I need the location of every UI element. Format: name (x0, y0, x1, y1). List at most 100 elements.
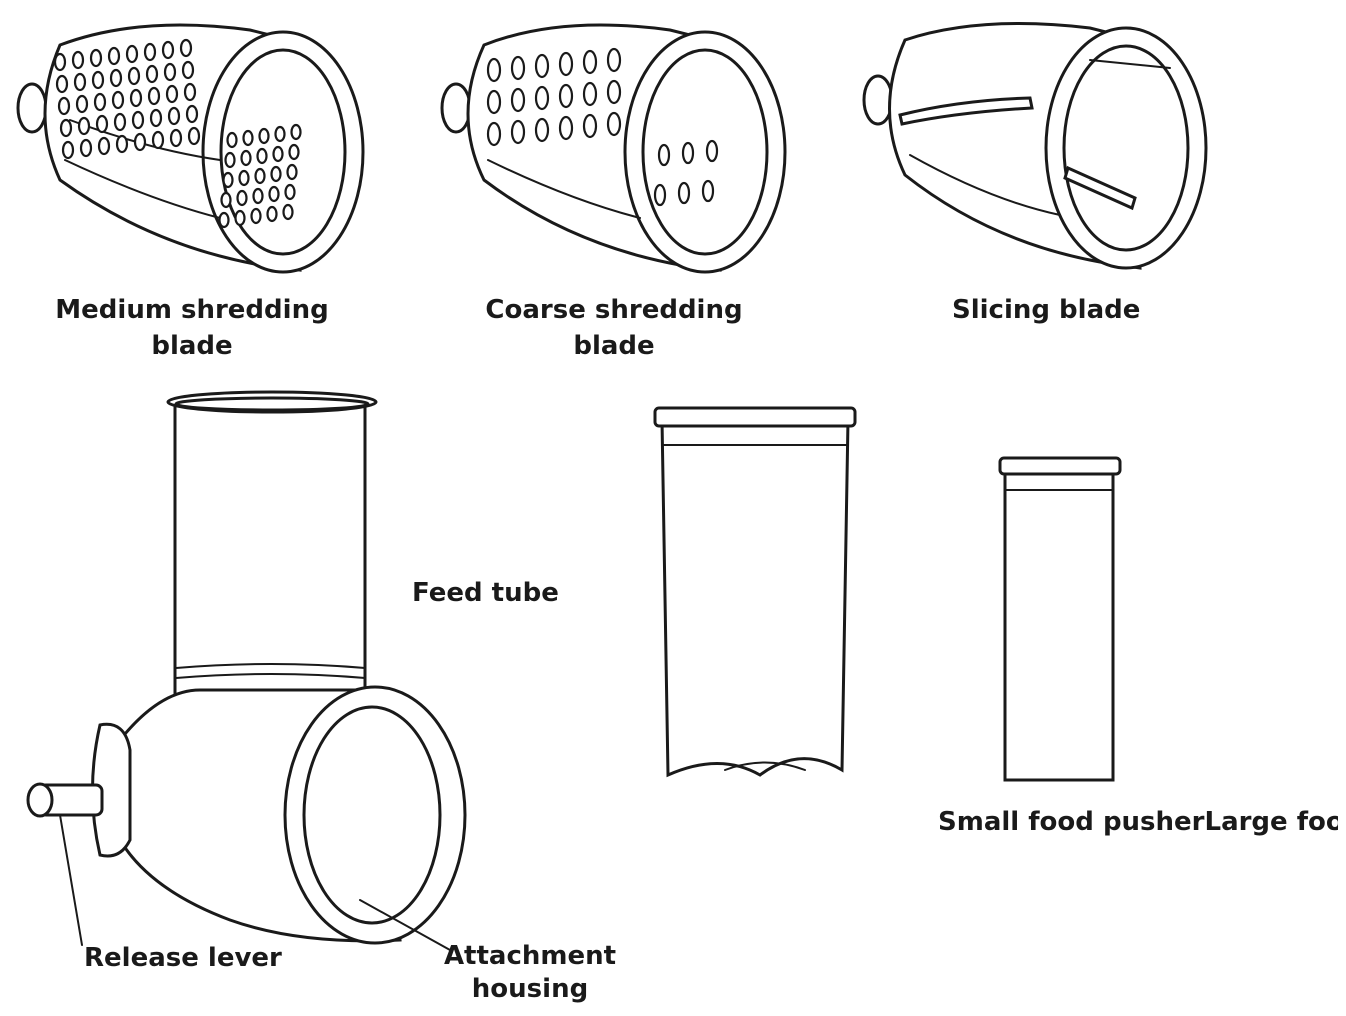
grater-hole (179, 38, 193, 58)
grater-hole (681, 141, 695, 165)
grater-hole (653, 183, 667, 207)
grater-hole (252, 187, 264, 205)
attachment-housing-label-line2: housing (471, 974, 589, 1004)
grater-hole (238, 169, 250, 187)
attachment-housing-drawing (26, 390, 467, 951)
small-food-pusher-drawing (998, 456, 1122, 782)
grater-hole (284, 183, 296, 201)
grater-hole (181, 60, 195, 80)
grater-hole (77, 116, 91, 136)
grater-hole (187, 126, 201, 146)
large-food-pusher-drawing (653, 406, 857, 778)
grater-hole (53, 52, 67, 72)
grater-hole (151, 130, 165, 150)
grater-hole (125, 44, 139, 64)
medium-shredding-blade-label-line2: blade (151, 331, 233, 361)
medium-shredding-blade-label-line1: Medium shredding (55, 295, 329, 325)
release-lever-label: Release lever (84, 943, 282, 973)
grater-hole (127, 66, 141, 86)
grater-hole (606, 79, 622, 105)
slicing-blade-label: Slicing blade (952, 295, 1141, 325)
attachment-housing-label: Attachment housing (444, 940, 616, 1006)
grater-hole (71, 50, 85, 70)
grater-hole (161, 40, 175, 60)
grater-hole (165, 84, 179, 104)
slicing-blade-drawing (862, 22, 1208, 270)
grater-hole (486, 57, 502, 83)
grater-hole (111, 90, 125, 110)
grater-hole (582, 49, 598, 75)
medium-shredding-blade-drawing (16, 23, 365, 274)
grater-hole (57, 96, 71, 116)
grater-hole (606, 47, 622, 73)
grater-hole (220, 191, 232, 209)
grater-hole (534, 117, 550, 143)
grater-hole (677, 181, 691, 205)
grater-hole (288, 143, 300, 161)
grater-hole (169, 128, 183, 148)
grater-hole (705, 139, 719, 163)
feed-tube-label: Feed tube (412, 578, 559, 608)
grater-hole (234, 209, 246, 227)
grater-hole (486, 89, 502, 115)
attachment-housing-label-line1: Attachment (443, 941, 617, 971)
grater-hole (129, 88, 143, 108)
grater-hole (73, 72, 87, 92)
grater-hole (268, 185, 280, 203)
grater-hole (61, 140, 75, 160)
grater-hole (286, 163, 298, 181)
grater-hole (486, 121, 502, 147)
grater-hole (510, 55, 526, 81)
medium-shredding-blade-label: Medium shredding blade (55, 292, 328, 364)
grater-hole (113, 112, 127, 132)
grater-hole (290, 123, 302, 141)
grater-hole (149, 108, 163, 128)
grater-hole (115, 134, 129, 154)
grater-hole (163, 62, 177, 82)
grater-hole (133, 132, 147, 152)
grater-hole (510, 119, 526, 145)
grater-hole (582, 81, 598, 107)
grater-hole (236, 189, 248, 207)
grater-hole (55, 74, 69, 94)
grater-hole (274, 125, 286, 143)
grater-hole (558, 51, 574, 77)
grater-hole (59, 118, 73, 138)
grater-hole (250, 207, 262, 225)
grater-hole (701, 179, 715, 203)
grater-hole (558, 83, 574, 109)
grater-hole (534, 85, 550, 111)
grater-hole (145, 64, 159, 84)
grater-hole (95, 114, 109, 134)
grater-hole (222, 171, 234, 189)
grater-hole (224, 151, 236, 169)
grater-hole (89, 48, 103, 68)
grater-hole (254, 167, 266, 185)
grater-hole (582, 113, 598, 139)
coarse-shredding-blade-label-line2: blade (573, 331, 655, 361)
coarse-shredding-blade-drawing (440, 23, 787, 274)
grater-hole (167, 106, 181, 126)
grater-hole (79, 138, 93, 158)
grater-hole (240, 149, 252, 167)
grater-hole (226, 131, 238, 149)
grater-hole (107, 46, 121, 66)
coarse-shredding-blade-label: Coarse shredding blade (485, 292, 742, 364)
grater-hole (534, 53, 550, 79)
grater-hole (270, 165, 282, 183)
grater-hole (657, 143, 671, 167)
grater-hole (218, 211, 230, 229)
grater-hole (266, 205, 278, 223)
grater-hole (242, 129, 254, 147)
grater-hole (256, 147, 268, 165)
grater-hole (272, 145, 284, 163)
grater-hole (510, 87, 526, 113)
grater-hole (109, 68, 123, 88)
grater-hole (147, 86, 161, 106)
grater-hole (75, 94, 89, 114)
grater-hole (143, 42, 157, 62)
grater-hole (93, 92, 107, 112)
grater-hole (185, 104, 199, 124)
